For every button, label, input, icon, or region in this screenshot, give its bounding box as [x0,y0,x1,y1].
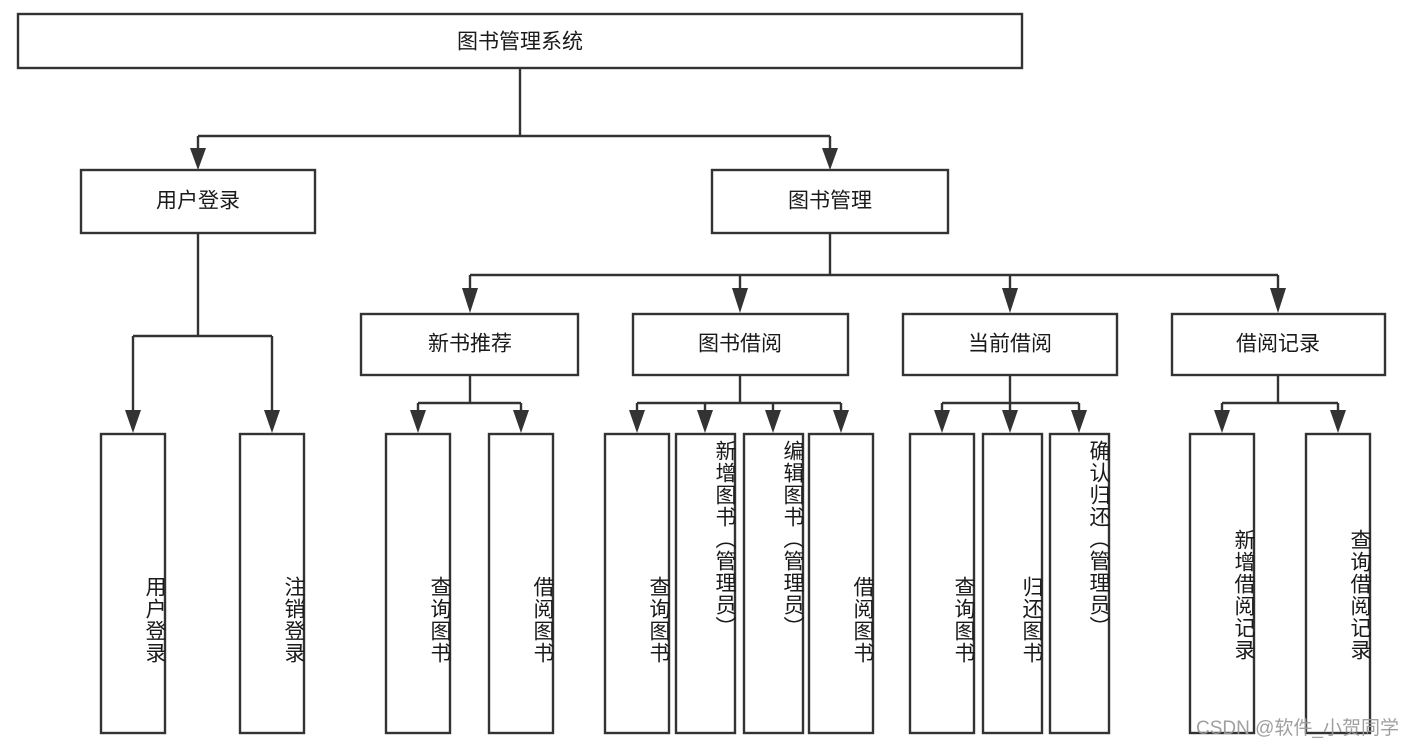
node-current-borrow[interactable]: 当前借阅 [901,312,1119,377]
arrow-to-leaf-user-login [125,410,141,433]
arrow-to-leaf-logout [264,410,280,433]
arrow-to-leaf-edit-book [765,410,781,433]
leaf-box-add-book[interactable] [674,432,737,735]
node-borrow-record[interactable]: 借阅记录 [1170,312,1387,377]
node-new-book-recommend-label: 新书推荐 [428,333,512,356]
leaf-box-edit-book[interactable] [742,432,805,735]
arrow-to-leaf-add-record [1214,410,1230,433]
node-borrow-record-box[interactable] [1170,312,1387,377]
arrow-to-book-borrow [732,288,748,313]
leaf-box-query-record[interactable] [1304,432,1372,735]
arrow-to-leaf-query-book-1 [410,410,426,433]
node-current-borrow-label: 当前借阅 [968,333,1052,356]
arrow-to-leaf-query-book-3 [934,410,950,433]
leaf-box-user-login[interactable] [99,432,167,735]
arrow-to-leaf-return-book [1002,410,1018,433]
node-borrow-record-label: 借阅记录 [1236,333,1320,356]
node-new-book-recommend[interactable]: 新书推荐 [359,312,580,377]
node-root-box[interactable] [16,12,1024,70]
arrow-to-leaf-query-record [1330,410,1346,433]
arrow-to-leaf-add-book [697,410,713,433]
leaf-box-borrow-book-1[interactable] [487,432,555,735]
node-book-borrow-box[interactable] [631,312,850,377]
arrow-to-leaf-borrow-book-2 [833,410,849,433]
node-book-manage-box[interactable] [710,168,950,235]
arrow-to-book-manage [822,148,838,170]
leaf-box-borrow-book-2[interactable] [807,432,875,735]
node-user-login-label: 用户登录 [156,190,240,213]
leaf-box-confirm-return[interactable] [1048,432,1111,735]
leaf-box-query-book-2[interactable] [603,432,671,735]
leaf-box-logout[interactable] [238,432,306,735]
arrow-to-borrow-record [1270,288,1286,313]
leaf-box-add-record[interactable] [1188,432,1256,735]
node-user-login-box[interactable] [79,168,317,235]
leaf-box-query-book-3[interactable] [908,432,976,735]
arrow-to-leaf-confirm-return [1071,410,1087,433]
arrow-to-new-book-recommend [462,288,478,313]
arrow-to-leaf-query-book-2 [629,410,645,433]
connector-layer [125,68,1346,433]
node-user-login[interactable]: 用户登录 [79,168,317,235]
csdn-watermark: CSDN @软件_小贺同学 [1196,718,1399,739]
leaf-box-query-book-1[interactable] [384,432,452,735]
arrow-to-current-borrow [1002,288,1018,313]
node-root-label: 图书管理系统 [457,31,583,54]
arrow-to-user-login [190,148,206,170]
node-current-borrow-box[interactable] [901,312,1119,377]
node-book-manage[interactable]: 图书管理 [710,168,950,235]
node-root[interactable]: 图书管理系统 [16,12,1024,70]
node-book-borrow[interactable]: 图书借阅 [631,312,850,377]
arrow-to-leaf-borrow-book-1 [513,410,529,433]
leaf-box-return-book[interactable] [981,432,1044,735]
node-new-book-recommend-box[interactable] [359,312,580,377]
node-book-manage-label: 图书管理 [788,190,872,213]
node-book-borrow-label: 图书借阅 [698,333,782,356]
